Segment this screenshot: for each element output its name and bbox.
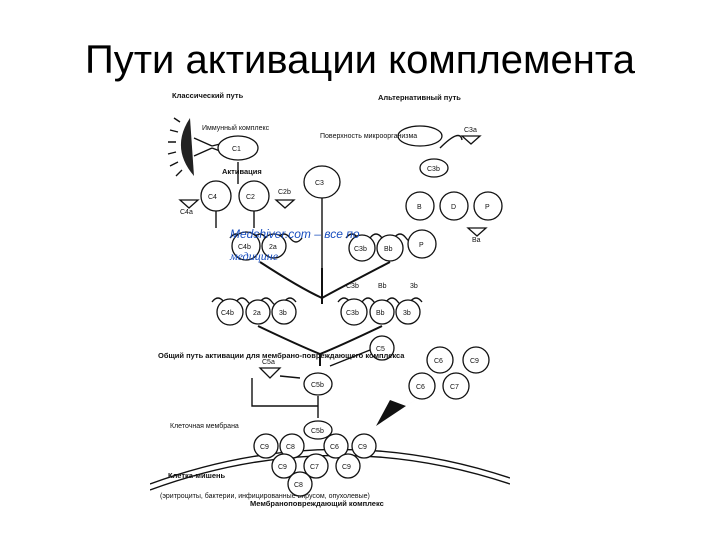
ba-fragment [466, 227, 488, 237]
ba-label: Ba [472, 237, 481, 244]
classical-pathway-label: Классический путь [172, 91, 244, 100]
mac-c9b-label: C9 [358, 444, 367, 451]
watermark-line2: медицине [229, 249, 279, 263]
r2-bb-node [369, 299, 395, 325]
c6-label: C6 [434, 358, 443, 365]
mac-c9a [253, 433, 279, 459]
c4-label: C4 [208, 194, 217, 201]
mac-c5b-node [303, 420, 333, 440]
c3a-label: C3a [464, 127, 477, 134]
bb-label: Bb [384, 246, 393, 253]
r2-3b-node [271, 299, 297, 325]
mac-c5b-label: C5b [311, 428, 324, 435]
microbe-surface-icon [397, 125, 443, 147]
mac-c8-label: C8 [286, 444, 295, 451]
mac-c8b [287, 471, 313, 497]
immune-complex-icon [167, 117, 229, 177]
c5a-label: C5a [262, 359, 275, 366]
c4a-fragment [178, 199, 200, 209]
mac-c9c [271, 453, 297, 479]
c2-label: C2 [246, 194, 255, 201]
microbe-surface-label: Поверхность микроорганизма [320, 133, 417, 140]
r1-bb-label: Bb [378, 283, 387, 290]
c9-label: C9 [470, 358, 479, 365]
mac-c6-label: C6 [330, 444, 339, 451]
mac-c9d [335, 453, 361, 479]
mac-c7-label: C7 [310, 464, 319, 471]
common-pathway-label: Общий путь активации для мембрано-повреж… [158, 351, 405, 360]
r2-c4b-label: C4b [221, 310, 234, 317]
target-cell-examples: (эритроциты, бактерии, инфицированные ви… [160, 492, 370, 500]
watermark-line1: Medshiver.com – все по [230, 227, 360, 241]
mac-c6 [323, 433, 349, 459]
r2-3b-label: 3b [279, 310, 287, 317]
target-cell-label: Клетка-мишень [168, 471, 226, 480]
c4b-node [231, 231, 261, 261]
c5a-fragment [258, 367, 282, 379]
c3b-node [348, 234, 376, 262]
c1-node [217, 135, 259, 161]
mac-c8b-label: C8 [294, 482, 303, 489]
c9-node [462, 346, 490, 374]
d-label: D [451, 204, 456, 211]
c7-node [442, 372, 470, 400]
c4a-label: C4a [180, 209, 193, 216]
r2-bb-label: Bb [376, 310, 385, 317]
c1-label: C1 [232, 146, 241, 153]
slide-title: Пути активации комплемента [84, 38, 636, 82]
c2b-fragment [274, 199, 296, 209]
c3b-label: C3b [354, 246, 367, 253]
d-node [439, 191, 469, 221]
c3b-top-label: C3b [427, 166, 440, 173]
c5b-label: C5b [311, 382, 324, 389]
activation-label: Активация [222, 167, 262, 176]
c2a-node [261, 233, 287, 259]
r2-3b2-label: 3b [403, 310, 411, 317]
c4b-label: C4b [238, 244, 251, 251]
alternative-pathway-label: Альтернативный путь [378, 93, 461, 102]
cell-membrane-label: Клеточная мембрана [170, 422, 239, 430]
p2-node [407, 229, 437, 259]
c6-node [426, 346, 454, 374]
c6b-node [408, 372, 436, 400]
p-label: P [485, 204, 490, 211]
mac-c9c-label: C9 [278, 464, 287, 471]
c3-label: C3 [315, 180, 324, 187]
c6b-label: C6 [416, 384, 425, 391]
c3a-fragment [460, 135, 482, 145]
assembly-arrow-icon [376, 398, 418, 426]
r2-3b2-node [395, 299, 421, 325]
p-node [473, 191, 503, 221]
c5-label: C5 [376, 346, 385, 353]
r1-c3b-label: C3b [346, 283, 359, 290]
c7-label: C7 [450, 384, 459, 391]
c3b-top-node [419, 158, 449, 178]
r1-3b-label: 3b [410, 283, 418, 290]
mac-c9b [351, 433, 377, 459]
b-node [405, 191, 435, 221]
mac-c7 [303, 453, 329, 479]
bb-node [376, 234, 404, 262]
mac-c9d-label: C9 [342, 464, 351, 471]
c5-node [369, 335, 395, 361]
c2a-label: 2a [269, 244, 277, 251]
r2-2a-node [245, 299, 271, 325]
mac-label: Мембраноповреждающий комплекс [250, 499, 384, 508]
c5b-node [303, 372, 333, 396]
r2-c4b-node [216, 298, 244, 326]
r2-c3b-node [340, 298, 368, 326]
r2-2a-label: 2a [253, 310, 261, 317]
mac-c9a-label: C9 [260, 444, 269, 451]
r2-c3b-label: C3b [346, 310, 359, 317]
p2-label: P [419, 242, 424, 249]
b-label: B [417, 204, 422, 211]
complement-pathways-diagram: Классический путь Альтернативный путь Им… [150, 91, 510, 508]
immune-complex-label: Иммунный комплекс [202, 124, 270, 132]
c2b-label: C2b [278, 189, 291, 196]
